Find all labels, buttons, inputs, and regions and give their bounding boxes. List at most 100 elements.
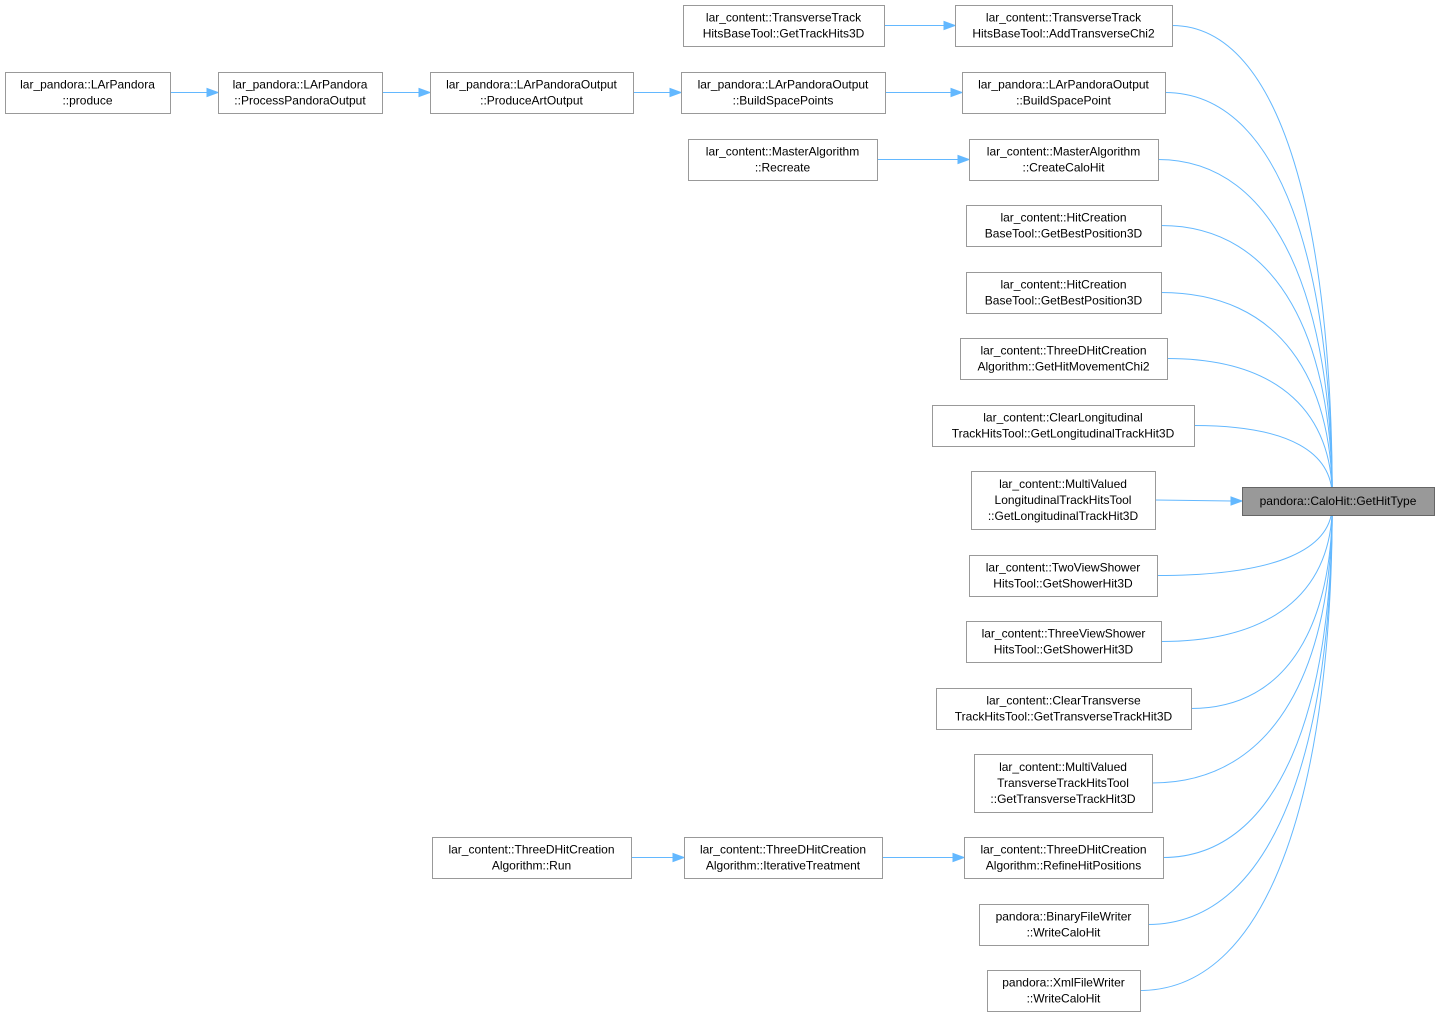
edge-multivaluedlong-to-gethittype bbox=[1154, 496, 1244, 506]
node-box bbox=[966, 205, 1162, 247]
node-box bbox=[960, 338, 1168, 380]
edge-addtranschi2-to-gethittype bbox=[1171, 25, 1337, 499]
node-label-line: lar_content::MasterAlgorithm bbox=[706, 145, 859, 159]
node-label-line: HitsTool::GetShowerHit3D bbox=[993, 577, 1133, 591]
edge-gettrackhits3d-to-addtranschi2 bbox=[884, 20, 957, 31]
node-label-line: lar_pandora::LArPandora bbox=[20, 78, 155, 92]
node-label-line: LongitudinalTrackHitsTool bbox=[995, 493, 1132, 507]
node-box bbox=[432, 837, 632, 879]
node-box bbox=[681, 72, 886, 114]
node-label-line: ::BuildSpacePoints bbox=[733, 94, 834, 108]
edge-produceartoutput-to-buildspacepoints bbox=[633, 87, 683, 98]
edge-processpandoraoutput-to-produceartoutput bbox=[382, 87, 432, 98]
node-gethitmovementchi2[interactable]: lar_content::ThreeDHitCreationAlgorithm:… bbox=[960, 338, 1168, 380]
node-label-line: lar_content::ThreeDHitCreation bbox=[980, 843, 1146, 857]
node-label-line: ::GetLongitudinalTrackHit3D bbox=[988, 509, 1139, 523]
node-label-line: HitsBaseTool::GetTrackHits3D bbox=[703, 27, 865, 41]
node-label-line: lar_pandora::LArPandoraOutput bbox=[446, 78, 617, 92]
node-label-line: TrackHitsTool::GetLongitudinalTrackHit3D bbox=[952, 427, 1175, 441]
edge-produce-to-processpandoraoutput bbox=[170, 87, 220, 98]
node-binarywriter[interactable]: pandora::BinaryFileWriter::WriteCaloHit bbox=[979, 904, 1149, 946]
node-label-line: ::BuildSpacePoint bbox=[1016, 94, 1111, 108]
node-box bbox=[964, 837, 1164, 879]
node-label-line: BaseTool::GetBestPosition3D bbox=[985, 227, 1143, 241]
edge-buildspacepoints-to-buildspacepoint bbox=[885, 87, 964, 98]
node-label-line: HitsTool::GetShowerHit3D bbox=[994, 643, 1134, 657]
node-label-line: lar_pandora::LArPandoraOutput bbox=[698, 78, 869, 92]
node-label-line: lar_content::ThreeDHitCreation bbox=[700, 843, 866, 857]
node-box bbox=[932, 405, 1195, 447]
node-cleartransverse[interactable]: lar_content::ClearTransverseTrackHitsToo… bbox=[936, 688, 1192, 730]
node-label-line: lar_content::HitCreation bbox=[1000, 278, 1126, 292]
node-getbestpos1[interactable]: lar_content::HitCreationBaseTool::GetBes… bbox=[966, 205, 1162, 247]
edge-getbestpos2-to-gethittype bbox=[1160, 292, 1337, 499]
node-box bbox=[683, 5, 885, 47]
node-label-line: ::WriteCaloHit bbox=[1027, 926, 1101, 940]
edge-run-to-iterativetreatment bbox=[631, 852, 686, 863]
node-refinehitpositions[interactable]: lar_content::ThreeDHitCreationAlgorithm:… bbox=[964, 837, 1164, 879]
node-label-line: lar_content::ThreeViewShower bbox=[982, 627, 1146, 641]
node-box bbox=[1242, 487, 1435, 516]
node-multivaluedlong[interactable]: lar_content::MultiValuedLongitudinalTrac… bbox=[971, 471, 1156, 530]
node-buildspacepoint[interactable]: lar_pandora::LArPandoraOutput::BuildSpac… bbox=[962, 72, 1166, 114]
edge-threeviewshower-to-gethittype bbox=[1160, 503, 1337, 642]
node-box bbox=[974, 754, 1153, 813]
node-gettrackhits3d[interactable]: lar_content::TransverseTrackHitsBaseTool… bbox=[683, 5, 885, 47]
node-clearlongitudinal[interactable]: lar_content::ClearLongitudinalTrackHitsT… bbox=[932, 405, 1195, 447]
node-box bbox=[936, 688, 1192, 730]
node-threeviewshower[interactable]: lar_content::ThreeViewShowerHitsTool::Ge… bbox=[966, 621, 1162, 663]
node-box bbox=[969, 139, 1159, 181]
nodes-layer: pandora::CaloHit::GetHitTypelar_content:… bbox=[5, 5, 1435, 1012]
node-label-line: BaseTool::GetBestPosition3D bbox=[985, 294, 1143, 308]
node-box bbox=[430, 72, 634, 114]
node-label-line: lar_content::ThreeDHitCreation bbox=[980, 344, 1146, 358]
node-box bbox=[987, 970, 1141, 1012]
node-label-line: lar_content::TransverseTrack bbox=[706, 11, 862, 25]
edge-iterativetreatment-to-refinehitpositions bbox=[882, 852, 966, 863]
node-label-line: pandora::XmlFileWriter bbox=[1002, 976, 1124, 990]
node-box bbox=[684, 837, 883, 879]
node-recreate[interactable]: lar_content::MasterAlgorithm::Recreate bbox=[688, 139, 878, 181]
node-buildspacepoints[interactable]: lar_pandora::LArPandoraOutput::BuildSpac… bbox=[681, 72, 886, 114]
node-box bbox=[979, 904, 1149, 946]
node-produce[interactable]: lar_pandora::LArPandora::produce bbox=[5, 72, 171, 114]
node-gethittype[interactable]: pandora::CaloHit::GetHitType bbox=[1242, 487, 1435, 516]
node-label-line: lar_content::MultiValued bbox=[999, 760, 1127, 774]
node-createcalohit[interactable]: lar_content::MasterAlgorithm::CreateCalo… bbox=[969, 139, 1159, 181]
node-label-line: HitsBaseTool::AddTransverseChi2 bbox=[972, 27, 1155, 41]
node-label-line: lar_content::ThreeDHitCreation bbox=[448, 843, 614, 857]
node-label-line: Algorithm::Run bbox=[492, 859, 571, 873]
edge-createcalohit-to-gethittype bbox=[1157, 159, 1337, 499]
node-run[interactable]: lar_content::ThreeDHitCreationAlgorithm:… bbox=[432, 837, 632, 879]
node-label-line: lar_content::MasterAlgorithm bbox=[987, 145, 1140, 159]
node-label-line: ::produce bbox=[62, 94, 112, 108]
node-processpandoraoutput[interactable]: lar_pandora::LArPandora::ProcessPandoraO… bbox=[218, 72, 383, 114]
node-twoviewshower[interactable]: lar_content::TwoViewShowerHitsTool::GetS… bbox=[969, 555, 1158, 597]
node-box bbox=[966, 621, 1162, 663]
node-produceartoutput[interactable]: lar_pandora::LArPandoraOutput::ProduceAr… bbox=[430, 72, 634, 114]
edge-refinehitpositions-to-gethittype bbox=[1162, 503, 1337, 858]
node-label-line: pandora::CaloHit::GetHitType bbox=[1260, 494, 1417, 508]
edge-multivaluedtrans-to-gethittype bbox=[1151, 503, 1337, 784]
node-box bbox=[971, 471, 1156, 530]
node-iterativetreatment[interactable]: lar_content::ThreeDHitCreationAlgorithm:… bbox=[684, 837, 883, 879]
node-box bbox=[962, 72, 1166, 114]
node-box bbox=[966, 272, 1162, 314]
node-multivaluedtrans[interactable]: lar_content::MultiValuedTransverseTrackH… bbox=[974, 754, 1153, 813]
node-box bbox=[969, 555, 1158, 597]
node-box bbox=[955, 5, 1173, 47]
edge-recreate-to-createcalohit bbox=[877, 154, 971, 165]
node-label-line: TrackHitsTool::GetTransverseTrackHit3D bbox=[955, 710, 1173, 724]
node-getbestpos2[interactable]: lar_content::HitCreationBaseTool::GetBes… bbox=[966, 272, 1162, 314]
node-label-line: Algorithm::IterativeTreatment bbox=[706, 859, 861, 873]
node-addtranschi2[interactable]: lar_content::TransverseTrackHitsBaseTool… bbox=[955, 5, 1173, 47]
node-label-line: lar_pandora::LArPandora bbox=[233, 78, 368, 92]
node-xmlwriter[interactable]: pandora::XmlFileWriter::WriteCaloHit bbox=[987, 970, 1141, 1012]
node-label-line: lar_content::MultiValued bbox=[999, 477, 1127, 491]
node-label-line: ::ProduceArtOutput bbox=[480, 94, 583, 108]
node-label-line: lar_pandora::LArPandoraOutput bbox=[978, 78, 1149, 92]
node-label-line: ::GetTransverseTrackHit3D bbox=[990, 792, 1135, 806]
node-label-line: ::ProcessPandoraOutput bbox=[234, 94, 366, 108]
edge-cleartransverse-to-gethittype bbox=[1190, 503, 1337, 709]
